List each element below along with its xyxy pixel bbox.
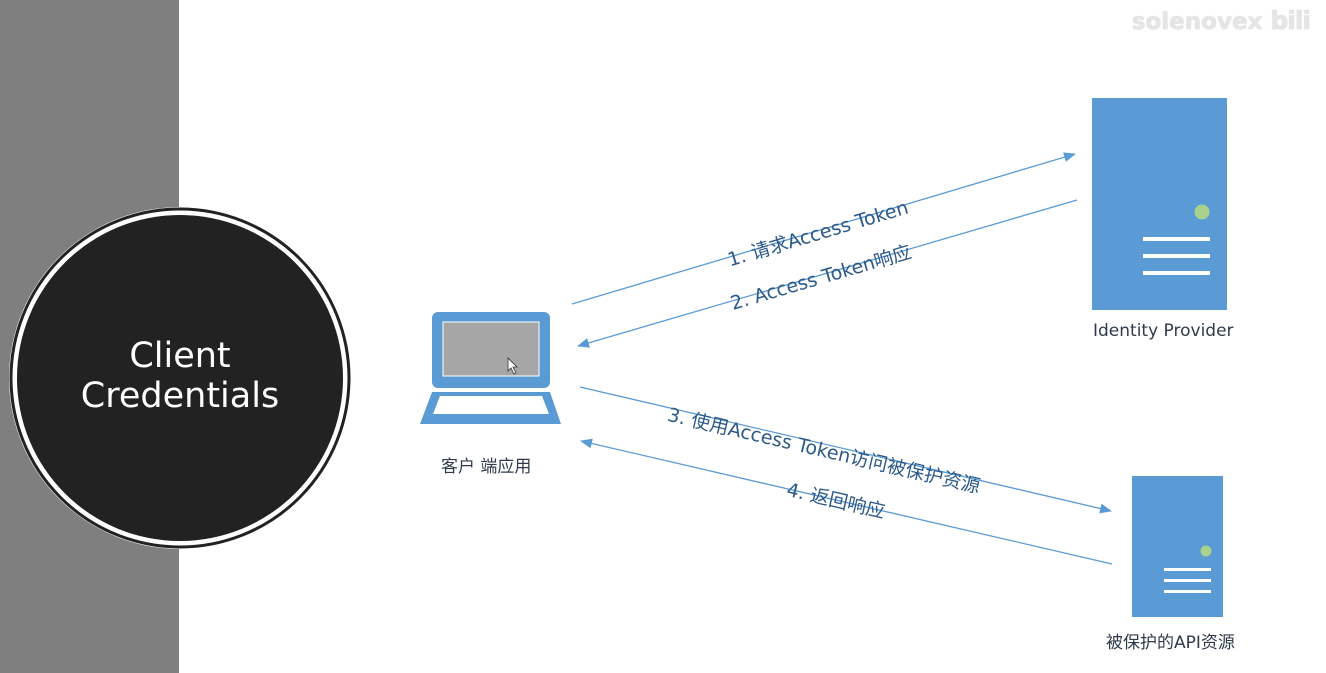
bilibili-logo-icon: bili [1270,6,1311,35]
arrow-access-resource [579,386,1112,514]
title-line-2: Credentials [80,376,280,416]
title-line-1: Client [129,336,231,376]
client-app-label: 客户 端应用 [441,457,532,477]
mouse-cursor-icon [507,357,518,375]
identity-provider-label: Identity Provider [1093,321,1234,341]
identity-provider-server-icon [1092,98,1227,310]
arrow-request-token [571,152,1076,305]
api-resource-label: 被保护的API资源 [1106,633,1235,653]
title-circle [9,207,351,549]
watermark: solenovex bili [1131,6,1311,35]
diagram-title: Client Credentials [30,336,330,416]
laptop-icon [420,312,561,424]
api-resource-server-icon [1132,476,1223,617]
arrow-return-response [580,438,1113,565]
watermark-text: solenovex [1131,9,1263,35]
arrow-token-response [577,199,1078,348]
